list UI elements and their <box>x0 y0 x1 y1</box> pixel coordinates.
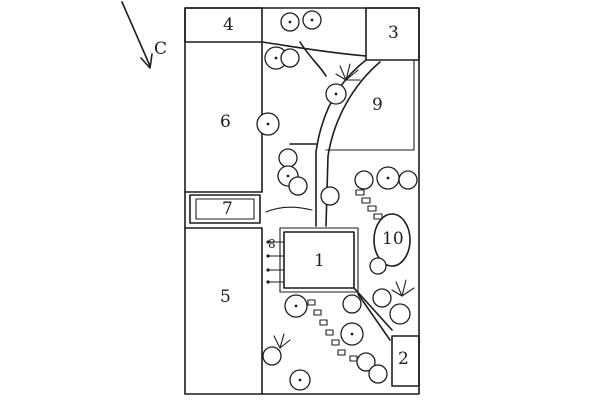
zone-1 <box>283 231 355 289</box>
zone-4 <box>184 7 263 43</box>
stepping-stones <box>307 189 383 362</box>
zone-7-inner <box>195 198 255 220</box>
compass-arrow <box>121 1 153 69</box>
zone-label-6: 6 <box>220 112 231 132</box>
path-cross <box>265 206 313 213</box>
spiky-plants <box>273 63 415 349</box>
zone-label-9: 9 <box>372 95 383 115</box>
zone-label-10: 10 <box>382 229 404 249</box>
site-boundary <box>184 7 420 395</box>
zone-8 <box>267 241 285 283</box>
zone-10-pond <box>373 213 411 267</box>
zone-label-7: 7 <box>222 199 233 219</box>
zone-label-3: 3 <box>388 23 399 43</box>
path-branch <box>299 41 327 77</box>
path-lower-diagonal-b <box>357 293 391 341</box>
zone-label-8: 8 <box>268 237 276 251</box>
zone-9 <box>325 59 415 151</box>
path-top-edge-a <box>261 41 367 57</box>
path-lower-diagonal-a <box>353 287 393 331</box>
zone-5 <box>184 227 263 395</box>
zone-2 <box>391 335 420 387</box>
zone-label-4: 4 <box>223 15 234 35</box>
zone-label-1: 1 <box>314 251 325 271</box>
shrubs <box>256 10 418 391</box>
shrub-centres <box>266 18 390 382</box>
zone-label-5: 5 <box>220 287 231 307</box>
path-main-right <box>325 61 381 227</box>
zone-1-terrace <box>279 227 359 293</box>
compass-label: C <box>154 39 167 59</box>
zone-label-2: 2 <box>398 349 409 369</box>
zone-7-outer <box>189 194 261 224</box>
